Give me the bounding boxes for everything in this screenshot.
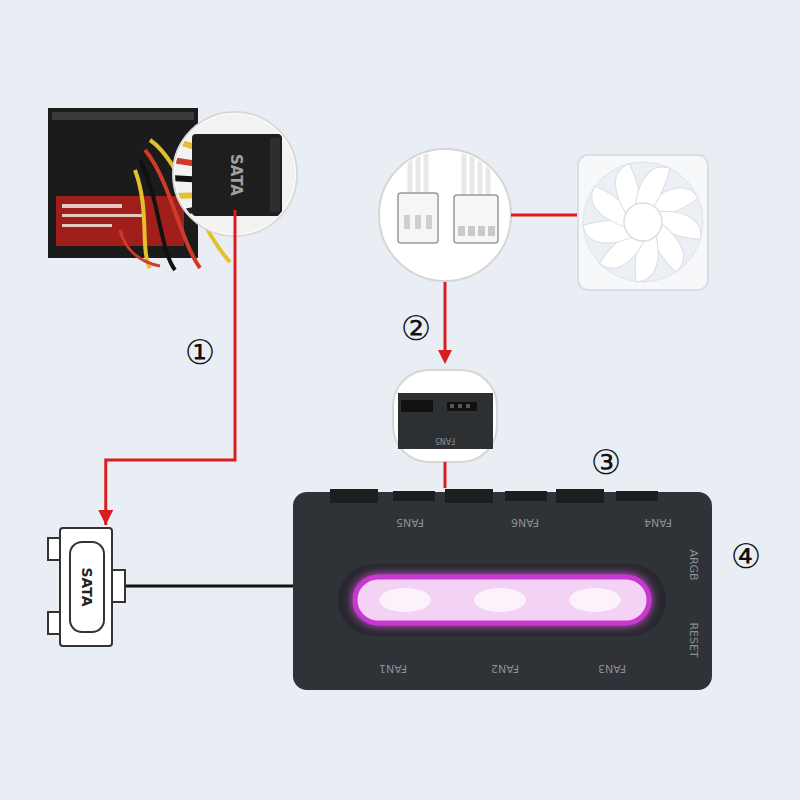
psu-edge	[52, 112, 194, 120]
fan-frame	[578, 155, 708, 290]
led-spot	[379, 588, 431, 612]
led-glow	[352, 574, 652, 626]
port-label: SATA	[228, 154, 243, 196]
port-label: FAN5	[396, 517, 424, 528]
sata-socket: SATA	[195, 140, 275, 210]
zoom-hub	[398, 393, 493, 449]
fan-hub: FAN5 FAN6 FAN4ARGB RESET FAN1 FAN2 FAN3	[293, 488, 712, 690]
fan-wire	[478, 140, 483, 196]
port-label: SATA	[80, 567, 94, 606]
hub	[293, 489, 712, 690]
hub-port	[330, 489, 378, 503]
sata-zoom	[170, 110, 300, 240]
port-zoom	[393, 370, 497, 462]
fan-connectors	[398, 140, 498, 243]
zoom-circle	[379, 149, 511, 281]
port-label: FAN3	[598, 663, 626, 674]
fan-wire	[462, 140, 467, 196]
fan-wire	[424, 140, 429, 195]
psu-label-line	[62, 204, 122, 208]
sata-connector	[192, 134, 282, 216]
fan-wire	[486, 140, 491, 196]
fan-wire	[408, 140, 413, 195]
plug-body	[60, 528, 112, 646]
fan-wire	[416, 140, 421, 195]
callout-number: ③	[591, 445, 621, 479]
argb-pin	[426, 215, 432, 229]
sata-plug: SATA	[48, 525, 125, 650]
port	[447, 402, 477, 411]
port-label: FAN4	[644, 517, 672, 528]
fan-pin	[458, 226, 465, 236]
leader-line	[511, 214, 578, 217]
port-label: FAN2	[491, 663, 519, 674]
port	[401, 400, 433, 412]
hub-port	[505, 491, 547, 501]
fan-hub	[624, 203, 662, 241]
port-pin	[458, 404, 462, 408]
port-label: ARGB	[688, 549, 699, 580]
fan-pin	[488, 226, 495, 236]
port-pin	[450, 404, 454, 408]
port-label: FAN1	[379, 663, 407, 674]
hub-port	[616, 491, 658, 501]
port-pin	[466, 404, 470, 408]
plug-tail	[112, 570, 125, 602]
sata-connector-lip	[270, 138, 280, 212]
red-wire	[106, 210, 235, 525]
fan-plug	[454, 195, 498, 243]
case-fan	[578, 155, 708, 290]
led-bar	[355, 577, 649, 623]
argb-plug	[398, 193, 438, 243]
callout-number: ②	[401, 311, 431, 345]
zoom-frame	[393, 370, 497, 462]
psu-cable	[135, 170, 150, 268]
port-zoom: FAN5	[393, 370, 497, 462]
zoom-ground	[170, 110, 300, 240]
argb-pin	[404, 215, 410, 229]
led-recess	[338, 564, 666, 636]
argb-pin	[415, 215, 421, 229]
plug-face	[70, 542, 104, 632]
psu-label-line	[62, 214, 142, 217]
fan-pin	[468, 226, 475, 236]
leader-arrow	[444, 282, 447, 352]
port-label: RESET	[688, 622, 699, 657]
hub-port	[556, 489, 604, 503]
port-label: FAN5	[435, 436, 455, 444]
fan-wire	[470, 140, 475, 196]
fan-pin	[478, 226, 485, 236]
red-wire	[444, 462, 447, 488]
hub-port	[445, 489, 493, 503]
callout-number: ④	[731, 539, 761, 573]
psu-label-line	[62, 224, 112, 227]
psu-cable	[120, 230, 160, 266]
port-label: FAN6	[511, 517, 539, 528]
hub-body	[293, 492, 712, 690]
sata-plug	[48, 528, 125, 646]
led-spot	[474, 588, 526, 612]
hub-port	[393, 491, 435, 501]
sata-cable	[125, 585, 296, 588]
arrow-head	[438, 350, 452, 364]
led-spot	[569, 588, 621, 612]
callout-number: ①	[185, 335, 215, 369]
